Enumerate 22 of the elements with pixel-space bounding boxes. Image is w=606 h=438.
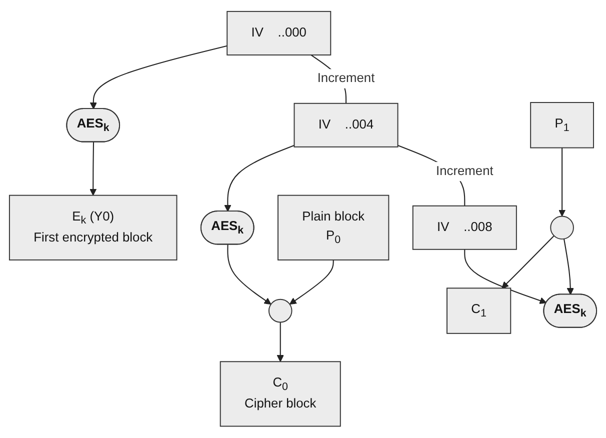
node-box: P$_{1}$ xyxy=(530,102,594,148)
arrow xyxy=(502,236,554,289)
arrow xyxy=(90,142,97,196)
edge-label: Increment xyxy=(317,72,375,86)
node-box: E$_{k}$ (Y0) First encrypted block xyxy=(8,195,178,261)
arrow xyxy=(276,322,284,362)
node-box: IV ..000 xyxy=(226,11,332,56)
node-box: Plain block P$_{0}$ xyxy=(278,195,390,261)
arrow xyxy=(90,46,228,110)
arrow xyxy=(563,238,574,296)
arrow xyxy=(464,250,547,304)
arrow xyxy=(289,260,334,305)
arrow xyxy=(227,244,272,305)
node-circle xyxy=(268,299,292,323)
node-box: IV ..004 xyxy=(294,103,398,148)
node-circle xyxy=(550,216,574,240)
arrow xyxy=(558,148,566,217)
edge-label: Increment xyxy=(436,164,494,178)
node-box: C$_{1}$ xyxy=(446,288,512,334)
node-box: C$_{0}$ Cipher block xyxy=(220,361,341,427)
arrow xyxy=(224,145,294,212)
node-box: IV ..008 xyxy=(412,206,517,250)
